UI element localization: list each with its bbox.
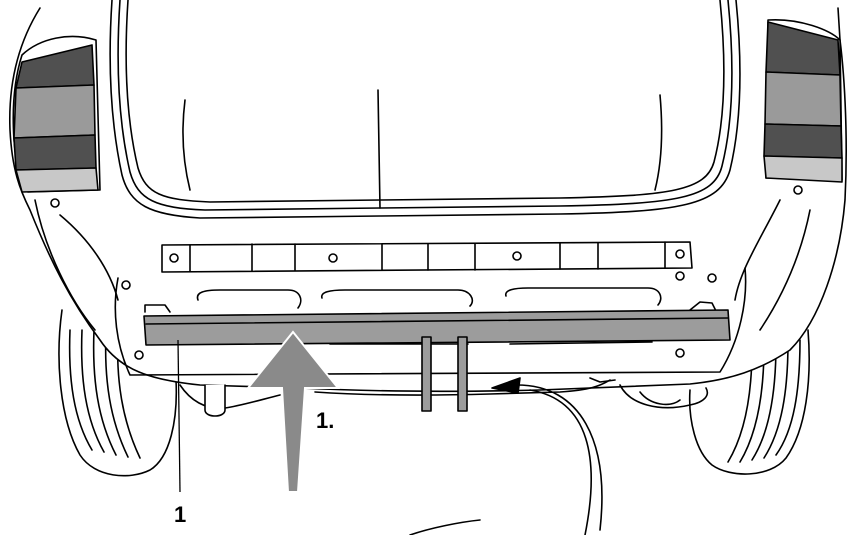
tailgate-outline bbox=[109, 0, 741, 219]
upper-mounting-plate bbox=[161, 241, 693, 273]
tow-bracket-icon bbox=[421, 336, 468, 412]
step-label: 1. bbox=[316, 408, 334, 433]
callout-leader-line bbox=[177, 339, 181, 493]
curved-indicator-arrow bbox=[409, 377, 603, 535]
right-taillight-icon bbox=[763, 19, 843, 183]
install-direction-arrow bbox=[245, 330, 341, 493]
callout-part-number: 1 bbox=[174, 502, 186, 527]
left-taillight-icon bbox=[12, 35, 101, 193]
rear-bumper-beam bbox=[143, 309, 731, 346]
